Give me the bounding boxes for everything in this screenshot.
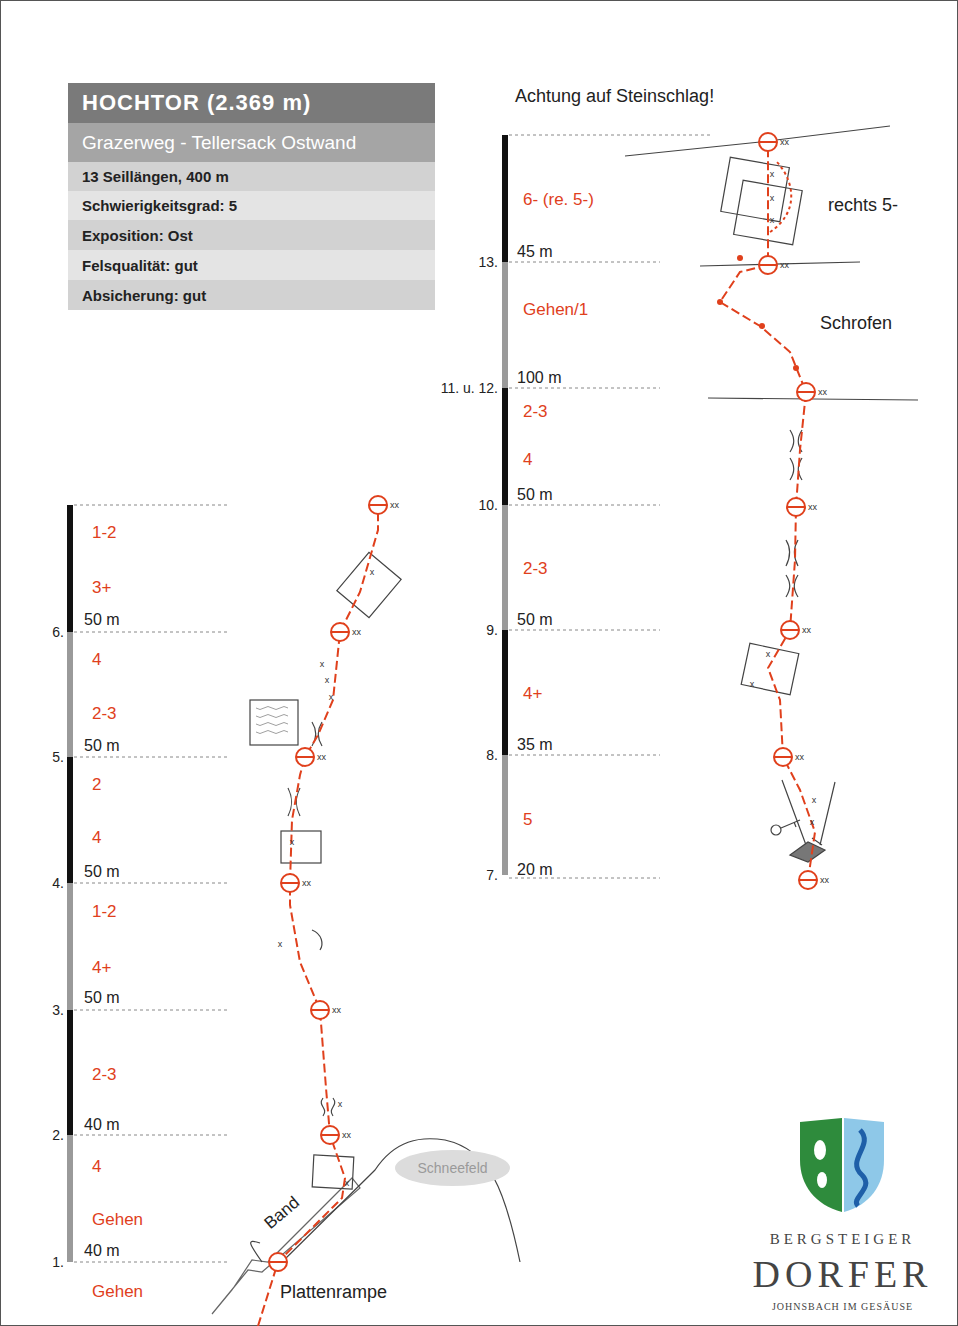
grade-label: 4 (92, 828, 101, 848)
pitch-number: 1. (52, 1254, 64, 1270)
bolt-mark: x (750, 679, 755, 689)
pitch-number: 3. (52, 1002, 64, 1018)
pitch-length: 50 m (517, 611, 553, 629)
pitch-length: 35 m (517, 736, 553, 754)
note-label: Schrofen (820, 313, 892, 334)
bolt-mark: x (290, 837, 295, 847)
grade-label: 2 (92, 775, 101, 795)
pitch-length: 50 m (517, 486, 553, 504)
bolt-mark: x (766, 649, 771, 659)
grade-label: 2-3 (92, 704, 117, 724)
bolt-mark: x (770, 193, 775, 203)
info-band: Felsqualität: gut (68, 250, 435, 280)
pitch-length: 40 m (84, 1116, 120, 1134)
node-text: 13 Seillängen, 400 m (82, 168, 229, 185)
grade-label: 4 (523, 450, 532, 470)
pitch-number: 11. u. 12. (441, 380, 498, 396)
bolt-mark: x (338, 1099, 343, 1109)
bolt-mark: x (770, 215, 775, 225)
info-band: Exposition: Ost (68, 220, 435, 250)
pitch-length: 50 m (84, 989, 120, 1007)
belay-mark: xx (802, 625, 811, 635)
belay-mark: xx (342, 1130, 351, 1140)
pitch-number: 10. (479, 497, 498, 513)
bolt-mark: x (770, 169, 775, 179)
info-band: Grazerweg - Tellersack Ostwand (68, 123, 435, 162)
grade-label: 2-3 (523, 559, 548, 579)
belay-mark: xx (390, 500, 399, 510)
grade-label: 2-3 (92, 1065, 117, 1085)
belay-mark: xx (352, 627, 361, 637)
title-text: HOCHTOR (2.369 m) (82, 90, 311, 116)
node-text: Felsqualität: gut (82, 257, 198, 274)
pitch-number: 13. (479, 254, 498, 270)
node-text: Schneefeld (417, 1160, 487, 1176)
note-label: Plattenrampe (280, 1282, 387, 1303)
pitch-length: 50 m (84, 611, 120, 629)
bolt-mark: x (370, 567, 375, 577)
grade-label: 3+ (92, 578, 111, 598)
feature-label: Band (261, 1193, 304, 1233)
logo-text: DORFER (745, 1253, 940, 1297)
grade-label: Gehen/1 (523, 300, 588, 320)
grade-label: 4+ (92, 958, 111, 978)
belay-mark: xx (317, 752, 326, 762)
node-text: Schwierigkeitsgrad: 5 (82, 197, 237, 214)
pitch-length: 100 m (517, 369, 561, 387)
grade-label: 5 (523, 810, 532, 830)
grade-label: 1-2 (92, 902, 117, 922)
snowfield-shape: Schneefeld (395, 1150, 510, 1186)
pitch-length: 40 m (84, 1242, 120, 1260)
note-label: rechts 5- (828, 195, 898, 216)
logo-text: JOHNSBACH IM GESÄUSE (745, 1301, 940, 1313)
note-label: Achtung auf Steinschlag! (515, 86, 714, 107)
title-band: HOCHTOR (2.369 m) (68, 83, 435, 123)
belay-mark: xx (302, 878, 311, 888)
pitch-number: 4. (52, 875, 64, 891)
grade-label: 4 (92, 650, 101, 670)
pitch-number: 7. (486, 867, 498, 883)
bolt-mark: x (278, 939, 283, 949)
node-text: Absicherung: gut (82, 287, 206, 304)
grade-label: 4+ (523, 684, 542, 704)
pitch-number: 5. (52, 749, 64, 765)
grade-label: 4 (92, 1157, 101, 1177)
logo-text: BERGSTEIGER (745, 1231, 940, 1248)
grade-label: Gehen (92, 1210, 143, 1230)
pitch-length: 45 m (517, 243, 553, 261)
bolt-mark: x (329, 692, 334, 702)
pitch-length: 50 m (84, 737, 120, 755)
info-band: 13 Seillängen, 400 m (68, 162, 435, 191)
bolt-mark: x (345, 1178, 350, 1188)
belay-mark: xx (795, 752, 804, 762)
info-band: Absicherung: gut (68, 280, 435, 310)
belay-mark: xx (780, 260, 789, 270)
info-band: Schwierigkeitsgrad: 5 (68, 191, 435, 220)
belay-mark: xx (332, 1005, 341, 1015)
pitch-length: 20 m (517, 861, 553, 879)
bolt-mark: x (320, 659, 325, 669)
grade-label: 6- (re. 5-) (523, 190, 594, 210)
bolt-mark: x (810, 817, 815, 827)
pitch-number: 9. (486, 622, 498, 638)
grade-label: 2-3 (523, 402, 548, 422)
node-text: Exposition: Ost (82, 227, 193, 244)
belay-mark: xx (818, 387, 827, 397)
pitch-number: 2. (52, 1127, 64, 1143)
belay-mark: xx (820, 875, 829, 885)
grade-label: Gehen (92, 1282, 143, 1302)
bolt-mark: x (812, 795, 817, 805)
pitch-number: 8. (486, 747, 498, 763)
node-text: Grazerweg - Tellersack Ostwand (82, 132, 356, 154)
pitch-length: 50 m (84, 863, 120, 881)
bolt-mark: x (325, 675, 330, 685)
belay-mark: xx (808, 502, 817, 512)
belay-mark: xx (780, 137, 789, 147)
pitch-number: 6. (52, 624, 64, 640)
grade-label: 1-2 (92, 523, 117, 543)
